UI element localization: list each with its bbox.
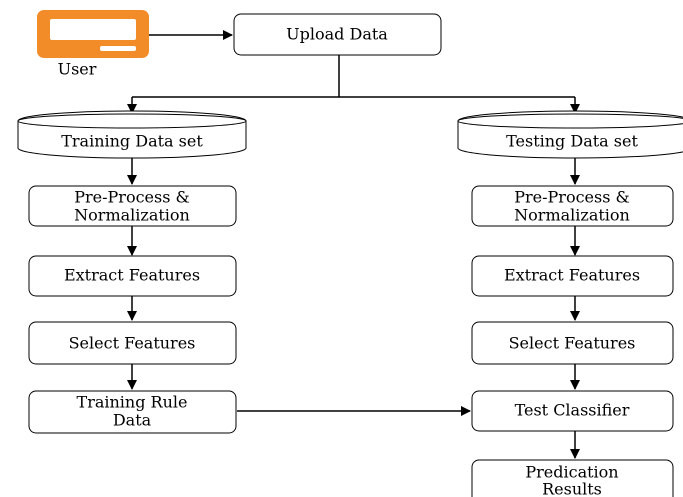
testing-preprocess-node: Pre-Process & Normalization [471, 185, 674, 227]
test-classifier-label: Test Classifier [515, 401, 630, 420]
testing-extract-node: Extract Features [471, 255, 674, 297]
training-select-node: Select Features [28, 321, 237, 365]
testing-select-label: Select Features [509, 334, 636, 353]
upload-data-node: Upload Data [233, 13, 442, 56]
prediction-results-node: Predication Results [471, 459, 674, 497]
training-dataset-label: Training Data set [61, 132, 203, 151]
testing-extract-label: Extract Features [504, 266, 640, 285]
upload-data-label: Upload Data [286, 25, 388, 44]
prediction-results-label-line2: Results [542, 480, 602, 497]
training-preprocess-node: Pre-Process & Normalization [28, 185, 237, 227]
test-classifier-node: Test Classifier [471, 390, 674, 432]
testing-select-node: Select Features [471, 321, 674, 365]
testing-preprocess-label-line2: Normalization [514, 206, 630, 225]
user-computer-icon [37, 10, 149, 58]
edges [127, 30, 580, 459]
training-preprocess-label-line1: Pre-Process & [74, 188, 190, 207]
training-select-label: Select Features [69, 334, 196, 353]
training-dataset-node: Training Data set [17, 110, 247, 159]
training-rule-label-line1: Training Rule [77, 393, 188, 412]
testing-dataset-node: Testing Data set [457, 110, 683, 159]
training-extract-node: Extract Features [28, 255, 237, 297]
testing-preprocess-label-line1: Pre-Process & [514, 188, 630, 207]
testing-dataset-label: Testing Data set [506, 132, 638, 151]
training-rule-node: Training Rule Data [28, 390, 237, 434]
user-label: User [58, 60, 97, 79]
training-preprocess-label-line2: Normalization [74, 206, 190, 225]
training-extract-label: Extract Features [64, 266, 200, 285]
training-rule-label-line2: Data [113, 411, 152, 430]
prediction-results-label-line1: Predication [525, 463, 618, 482]
